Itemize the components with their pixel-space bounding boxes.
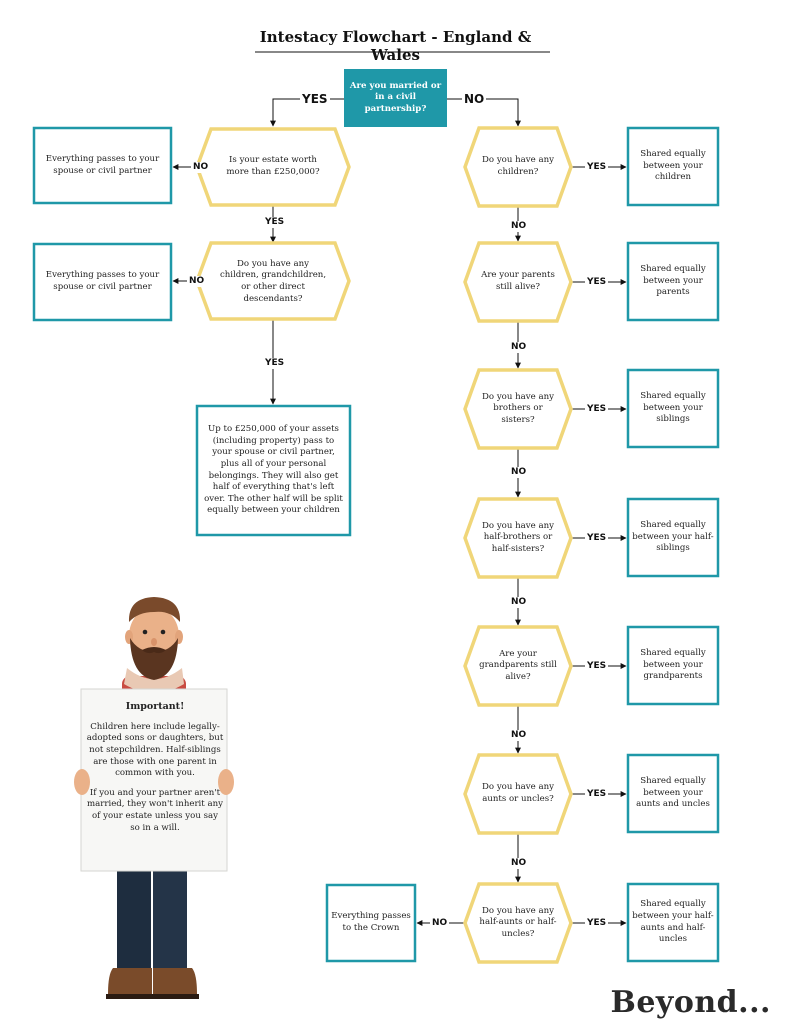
hand-left	[74, 769, 90, 795]
unmarried-q5-hexagon	[463, 625, 573, 707]
unmarried-q3-text: Do you have any brothers or sisters?	[482, 391, 554, 425]
married-r2-text: Everything passes to your spouse or civi…	[45, 270, 160, 292]
label-u4-yes: YES	[585, 533, 609, 544]
unmarried-q1-text: Do you have any children?	[482, 155, 554, 177]
married-q2-hexagon	[195, 241, 351, 321]
label-u3-no: NO	[509, 467, 529, 478]
unmarried-q7-hexagon	[463, 882, 573, 964]
unmarried-r1-box	[626, 126, 720, 207]
unmarried-r7-text: Shared equally between your half-aunts a…	[632, 899, 714, 945]
label-u2-no: NO	[509, 342, 529, 353]
label-u3-yes: YES	[585, 404, 609, 415]
unmarried-q2-text: Are your parents still alive?	[481, 270, 555, 292]
start-node	[344, 69, 447, 127]
unmarried-r5-text: Shared equally between your grandparents	[640, 648, 706, 682]
unmarried-r6-text: Shared equally between your aunts and un…	[636, 776, 710, 810]
shoe-left	[108, 968, 152, 994]
label-u4-no: NO	[509, 597, 529, 608]
start-question: Are you married or in a civil partnershi…	[349, 80, 442, 114]
label-u2-yes: YES	[585, 277, 609, 288]
unmarried-q1-hexagon	[463, 126, 573, 208]
unmarried-q6-hexagon	[463, 753, 573, 835]
label-u6-yes: YES	[585, 789, 609, 800]
unmarried-r6-box	[626, 753, 720, 834]
trouser-leg-left	[117, 865, 151, 970]
married-q2-text: Do you have any children, grandchildren,…	[219, 258, 327, 304]
unmarried-q5-text: Are your grandparents still alive?	[479, 648, 557, 682]
unmarried-q6-text: Do you have any aunts or uncles?	[482, 782, 554, 804]
unmarried-r4-text: Shared equally between your half-sibling…	[632, 520, 714, 554]
married-q1-text: Is your estate worth more than £250,000?	[226, 155, 320, 177]
label-u7-yes: YES	[585, 918, 609, 929]
label-u5-no: NO	[509, 730, 529, 741]
scarf	[124, 668, 184, 693]
beyond-logo: Beyond...	[610, 985, 771, 1020]
unmarried-q2-hexagon	[463, 241, 573, 323]
unmarried-r1-text: Shared equally between your children	[640, 149, 706, 183]
unmarried-q4-text: Do you have any half-brothers or half-si…	[482, 520, 554, 554]
important-heading: Important!	[125, 701, 185, 712]
label-u1-no: NO	[509, 221, 529, 232]
unmarried-r5-box	[626, 625, 720, 706]
unmarried-r3-text: Shared equally between your siblings	[640, 391, 706, 425]
married-r3-box	[195, 404, 352, 537]
married-r1-text: Everything passes to your spouse or civi…	[45, 153, 160, 176]
sign-board	[80, 688, 228, 872]
label-q1-yes: YES	[263, 217, 287, 228]
final-result-text: Everything passes to the Crown	[331, 911, 411, 933]
unmarried-r7-box	[626, 882, 720, 963]
unmarried-q3-hexagon	[463, 368, 573, 450]
label-q1-no: NO	[191, 162, 211, 173]
hand-right	[218, 769, 234, 795]
married-r1-box	[32, 126, 173, 205]
married-r2-box	[32, 242, 173, 322]
label-u6-no: NO	[509, 858, 529, 869]
label-u5-yes: YES	[585, 661, 609, 672]
married-q1-hexagon	[195, 127, 351, 207]
important-note: Important! Children here include legally…	[86, 701, 224, 842]
label-q2-yes: YES	[263, 358, 287, 369]
unmarried-r2-box	[626, 241, 720, 322]
label-start-yes: YES	[300, 92, 330, 106]
unmarried-r3-box	[626, 368, 720, 449]
label-start-no: NO	[462, 92, 487, 106]
unmarried-q7-text: Do you have any half-aunts or half-uncle…	[479, 905, 557, 939]
label-u1-yes: YES	[585, 162, 609, 173]
hair	[128, 597, 181, 622]
unmarried-r4-box	[626, 497, 720, 578]
beard	[130, 638, 178, 680]
label-final-no: NO	[430, 918, 450, 929]
final-result-box	[325, 883, 417, 963]
important-note-partner: If you and your partner aren't married, …	[86, 787, 224, 833]
unmarried-r2-text: Shared equally between your parents	[640, 264, 706, 298]
important-note-children: Children here include legally-adopted so…	[86, 721, 224, 779]
shoe-right	[153, 968, 197, 994]
page-title: Intestacy Flowchart - England & Wales	[259, 28, 532, 64]
bearded-man-illustration	[74, 597, 234, 999]
label-q2-no: NO	[187, 276, 207, 287]
married-r3-text: Up to £250,000 of your assets (including…	[204, 424, 343, 516]
trouser-leg-right	[153, 865, 187, 970]
unmarried-q4-hexagon	[463, 497, 573, 579]
